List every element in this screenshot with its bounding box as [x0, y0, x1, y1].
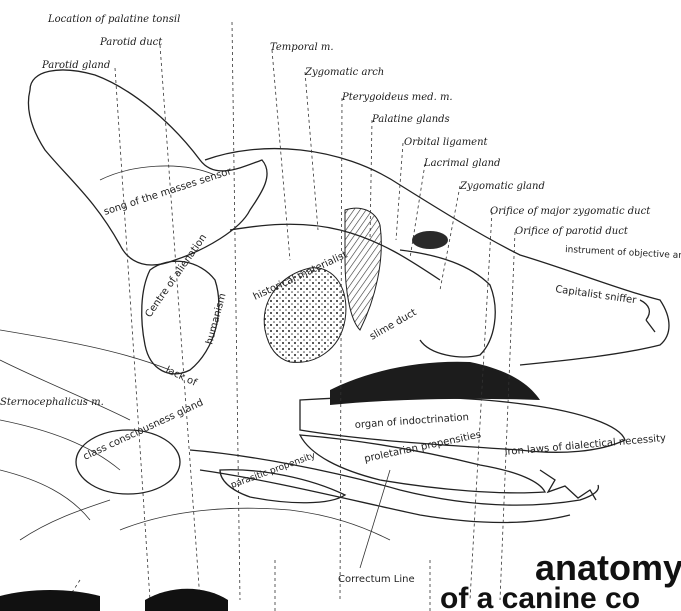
label-temporal: Temporal m.: [270, 42, 334, 53]
label-humanism: humanism: [204, 292, 228, 346]
title-line2: of a canine co: [440, 582, 640, 611]
head-outline: [0, 70, 669, 568]
label-orbital-ligament: Orbital ligament: [404, 137, 489, 148]
label-orifice-parotid: Orifice of parotid duct: [515, 226, 629, 237]
label-palatine-tonsil: Location of palatine tonsil: [47, 14, 180, 25]
label-orifice-major: Orifice of major zygomatic duct: [490, 206, 651, 217]
label-parotid-duct: Parotid duct: [99, 37, 163, 48]
label-capitalist-sniffer: Capitalist sniffer: [555, 284, 638, 306]
label-proletarian: proletarian propensities: [363, 429, 482, 465]
label-palatine-glands: Palatine glands: [371, 114, 450, 125]
label-lacrimal-gland: Lacrimal gland: [423, 158, 500, 169]
label-parotid-gland: Parotid gland: [41, 60, 110, 71]
title-block: anatomy of a canine co: [440, 547, 681, 611]
label-sternocephalicus: Sternocephalicus m.: [0, 397, 104, 408]
label-zygomatic-arch: Zygomatic arch: [304, 67, 384, 78]
cropped-heading-fragment: [0, 589, 228, 611]
label-zygomatic-gland: Zygomatic gland: [459, 181, 545, 192]
label-iron-laws: iron laws of dialectical necessity: [504, 433, 666, 458]
label-centre-alienation: Centre of alienation: [143, 232, 209, 319]
label-instrument: instrument of objective analysis: [565, 245, 681, 263]
label-song-masses: song of the masses sensor: [103, 166, 234, 218]
label-pterygoideus: Pterygoideus med. m.: [341, 92, 453, 103]
label-correctum: Correctum Line: [338, 574, 415, 585]
label-lack-of: lack of: [164, 365, 199, 389]
label-slime-duct: slime duct: [368, 307, 419, 343]
label-organ-indoctrination: organ of indoctrination: [354, 412, 469, 431]
